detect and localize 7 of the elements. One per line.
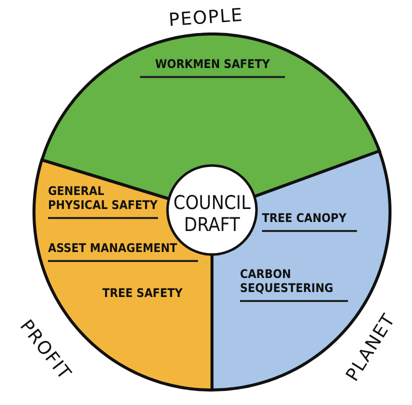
item-text: CARBON SEQUESTERING	[240, 268, 348, 302]
item-text: TREE SAFETY	[101, 286, 184, 301]
item-text: GENERAL PHYSICAL SAFETY	[48, 184, 158, 219]
item-text: TREE CANOPY	[262, 212, 357, 232]
category-label: PEOPLE	[168, 4, 244, 31]
center-label: COUNCIL DRAFT	[172, 193, 252, 237]
item-text: WORKMEN SAFETY	[140, 58, 285, 78]
